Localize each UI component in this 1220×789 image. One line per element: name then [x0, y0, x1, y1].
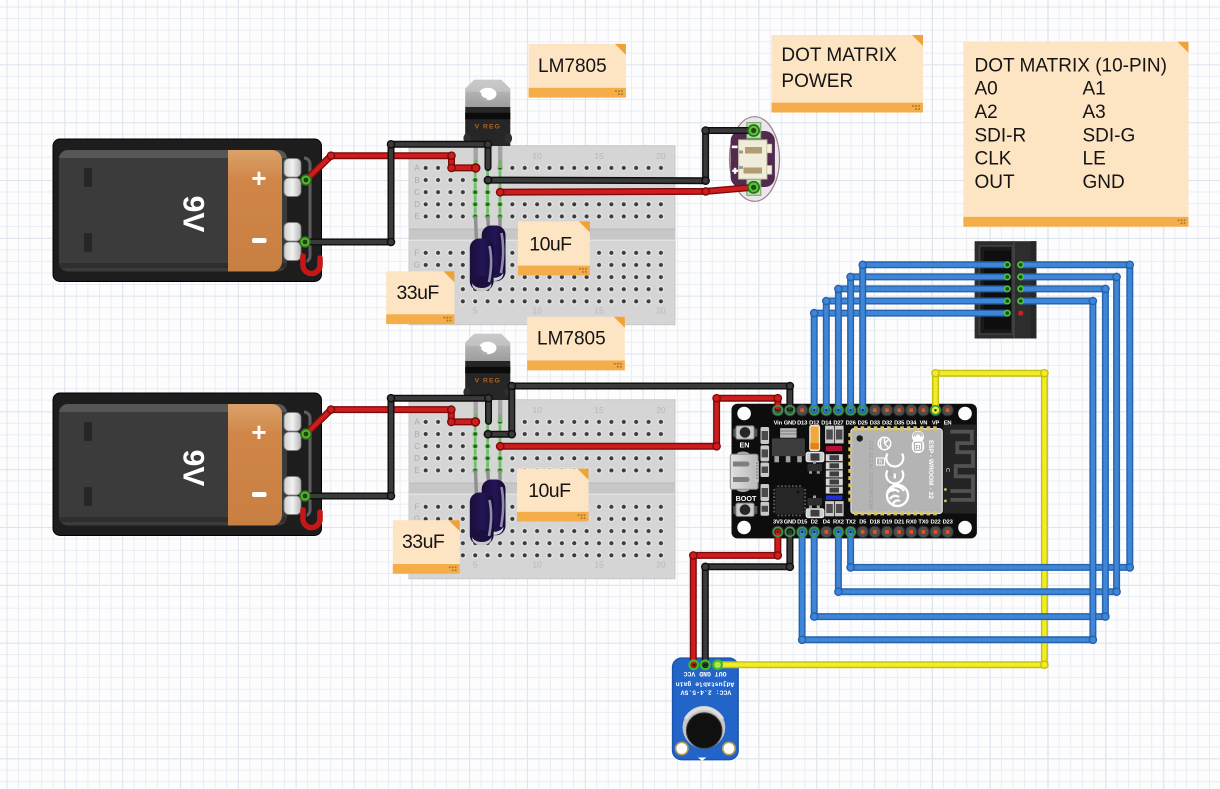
svg-text:TX0: TX0	[918, 519, 928, 525]
svg-text:33uF: 33uF	[397, 282, 440, 304]
svg-text:D12: D12	[809, 420, 819, 426]
svg-text:GND: GND	[784, 519, 796, 525]
svg-text:D33: D33	[870, 420, 881, 426]
svg-text:OUT: OUT	[975, 172, 1016, 193]
svg-text:10: 10	[532, 306, 542, 316]
svg-text:BOOT: BOOT	[736, 494, 757, 503]
svg-text:A1: A1	[1083, 79, 1106, 100]
svg-text:G: G	[414, 515, 420, 524]
svg-text:D26: D26	[846, 420, 857, 426]
svg-text:D14: D14	[821, 420, 832, 426]
svg-text:RX2: RX2	[833, 519, 844, 525]
svg-text:A3: A3	[1083, 102, 1106, 123]
svg-text:C: C	[944, 468, 950, 472]
svg-text:15: 15	[594, 151, 604, 161]
svg-text:D4: D4	[823, 519, 831, 525]
svg-text:B: B	[414, 430, 419, 439]
svg-text:A0: A0	[975, 79, 998, 100]
svg-text:D32: D32	[882, 420, 892, 426]
svg-text:10uF: 10uF	[529, 233, 572, 255]
svg-text:GND: GND	[784, 420, 796, 426]
svg-text:SDI-G: SDI-G	[1083, 125, 1136, 146]
svg-text:F: F	[415, 249, 420, 258]
svg-text:A: A	[414, 418, 420, 427]
svg-text:10: 10	[532, 405, 542, 415]
svg-text:5: 5	[473, 306, 478, 316]
svg-text:10: 10	[532, 151, 542, 161]
svg-text:Adjustable gain: Adjustable gain	[676, 680, 735, 687]
svg-text:D34: D34	[906, 420, 917, 426]
svg-text:CLK: CLK	[975, 149, 1012, 170]
svg-text:V REG: V REG	[475, 377, 501, 384]
svg-text:POWER: POWER	[781, 71, 853, 92]
svg-text:3V3: 3V3	[773, 519, 784, 525]
svg-text:D21: D21	[894, 519, 905, 525]
svg-text:VN: VN	[920, 420, 928, 426]
svg-text:D35: D35	[894, 420, 905, 426]
svg-text:20: 20	[656, 306, 666, 316]
svg-text:G: G	[414, 261, 420, 270]
svg-text:9V: 9V	[177, 450, 210, 487]
svg-text:D18: D18	[870, 519, 881, 525]
svg-text:DOT MATRIX: DOT MATRIX	[781, 45, 897, 66]
svg-text:A2: A2	[975, 102, 998, 123]
svg-text:20: 20	[656, 151, 666, 161]
svg-text:D: D	[414, 454, 420, 463]
svg-text:15: 15	[594, 560, 604, 570]
svg-text:RX0: RX0	[906, 519, 917, 525]
svg-text:EN: EN	[944, 420, 952, 426]
svg-text:D5: D5	[859, 519, 867, 525]
svg-text:10: 10	[532, 560, 542, 570]
svg-text:A: A	[414, 164, 420, 173]
svg-text:15: 15	[594, 306, 604, 316]
svg-text:9V: 9V	[177, 196, 210, 233]
svg-text:Vin: Vin	[774, 420, 783, 426]
svg-text:R: R	[879, 460, 883, 466]
svg-text:C: C	[414, 442, 420, 451]
svg-text:D15: D15	[797, 519, 808, 525]
svg-text:VP: VP	[932, 420, 940, 426]
svg-text:DOT MATRIX (10-PIN): DOT MATRIX (10-PIN)	[975, 55, 1167, 76]
svg-text:C: C	[414, 188, 420, 197]
svg-text:LM7805: LM7805	[537, 329, 606, 350]
svg-text:+: +	[251, 163, 266, 193]
svg-text:20: 20	[656, 405, 666, 415]
svg-text:D: D	[414, 200, 420, 209]
svg-text:FI: FI	[916, 445, 921, 451]
svg-text:D22: D22	[930, 519, 940, 525]
svg-text:LM7805: LM7805	[538, 56, 607, 77]
svg-text:VCC: 2.4-5.5V: VCC: 2.4-5.5V	[680, 688, 731, 695]
svg-text:15: 15	[594, 405, 604, 415]
svg-text:ESP - WROOM - 32: ESP - WROOM - 32	[927, 440, 934, 499]
svg-text:E: E	[414, 212, 419, 221]
svg-text:D25: D25	[858, 420, 869, 426]
svg-text:D13: D13	[797, 420, 808, 426]
svg-text:D27: D27	[833, 420, 843, 426]
svg-text:33uF: 33uF	[402, 531, 445, 553]
svg-text:D2: D2	[811, 519, 818, 525]
svg-text:TX2: TX2	[846, 519, 856, 525]
svg-text:LE: LE	[1083, 149, 1106, 170]
svg-text:E: E	[414, 466, 419, 475]
svg-text:205 - 000519: 205 - 000519	[886, 468, 892, 498]
svg-text:OUT GND VCC: OUT GND VCC	[683, 670, 726, 677]
svg-text:10uF: 10uF	[528, 480, 571, 502]
svg-text:GND: GND	[1083, 172, 1125, 193]
svg-text:5: 5	[473, 560, 478, 570]
svg-text:20: 20	[656, 560, 666, 570]
svg-text:B: B	[414, 176, 419, 185]
svg-text:V REG: V REG	[475, 123, 501, 130]
svg-text:EN: EN	[740, 441, 750, 450]
svg-text:FCC 90.2 AC 72-ESPWROOM: FCC 90.2 AC 72-ESPWROOM	[867, 441, 873, 509]
svg-text:F: F	[415, 503, 420, 512]
svg-text:D19: D19	[882, 519, 893, 525]
svg-text:+: +	[251, 417, 266, 447]
svg-text:SDI-R: SDI-R	[975, 125, 1027, 146]
svg-text:D23: D23	[943, 519, 954, 525]
